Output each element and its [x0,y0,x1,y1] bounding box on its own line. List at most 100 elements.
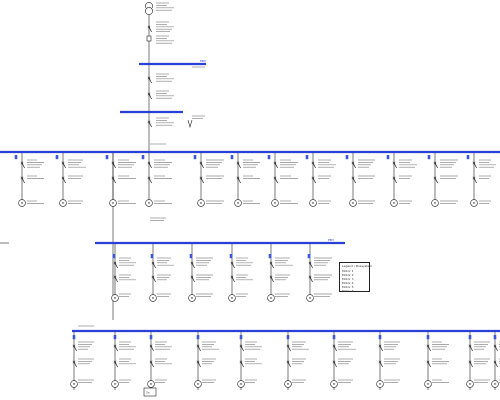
breaker-cross [392,176,396,180]
breaker-tag-icon [345,155,349,160]
breaker-cross [149,360,153,364]
breaker-cross [311,161,315,165]
motor-letter: M [309,296,312,300]
motor-letter: M [469,382,472,386]
busbar-label: EB0 [200,59,206,63]
breaker-cross [196,344,200,348]
count-box [143,387,157,397]
breaker-cross [239,344,243,348]
breaker-cross [273,161,277,165]
breaker-cross [493,360,497,364]
breaker-tag-icon [239,335,243,340]
breaker-cross [286,360,290,364]
motor-letter: M [473,201,476,205]
breaker-cross [230,261,234,265]
breaker-cross [149,344,153,348]
motor-icon [466,380,474,388]
breaker-tag-icon [466,155,470,160]
arrow-down-icon [187,119,193,129]
breaker-tag-icon [378,335,382,340]
motor-icon [149,294,157,302]
breaker-cross [468,344,472,348]
breaker-cross [147,25,151,29]
motor-letter: M [274,201,277,205]
motor-letter: M [379,382,382,386]
breaker-cross [351,176,355,180]
legend-item: Motor 3 [342,276,354,281]
busbar-label: EB3 [328,238,334,242]
legend-item: Motor 6 [342,288,354,293]
breaker-cross [273,176,277,180]
breaker-cross [147,92,151,96]
breaker-tag-icon [14,155,18,160]
breaker-tag-icon [72,335,76,340]
legend-item: Motor 4 [342,280,354,285]
breaker-tag-icon [386,155,390,160]
breaker-cross [269,261,273,265]
motor-letter: M [231,296,234,300]
motor-icon [145,199,153,207]
breaker-tag-icon [426,335,430,340]
breaker-tag-icon [493,335,497,340]
motor-icon [376,380,384,388]
breaker-cross [196,360,200,364]
motor-icon [70,380,78,388]
breaker-cross [239,360,243,364]
breaker-cross [378,360,382,364]
breaker-cross [190,275,194,279]
breaker-cross [61,176,65,180]
breaker-cross [20,176,24,180]
fuse-icon [146,35,152,42]
motor-letter: M [312,201,315,205]
breaker-tag-icon [150,254,154,259]
motor-letter: M [494,382,497,386]
motor-icon [147,380,155,388]
motor-icon [349,199,357,207]
breaker-cross [147,76,151,80]
breaker-cross [378,344,382,348]
transformer-icon [145,7,153,15]
breaker-cross [286,344,290,348]
breaker-cross [493,344,497,348]
motor-letter: M [333,382,336,386]
breaker-tag-icon [229,254,233,259]
breaker-cross [20,161,24,165]
motor-letter: M [62,201,65,205]
motor-letter: M [427,382,430,386]
motor-icon [59,199,67,207]
breaker-tag-icon [305,155,309,160]
motor-icon [390,199,398,207]
motor-icon [424,380,432,388]
breaker-tag-icon [196,335,200,340]
breaker-cross [468,360,472,364]
breaker-cross [190,261,194,265]
motor-letter: M [114,382,117,386]
motor-icon [284,380,292,388]
motor-letter: M [73,382,76,386]
breaker-cross [113,261,117,265]
motor-letter: M [352,201,355,205]
motor-letter: M [393,201,396,205]
breaker-cross [72,344,76,348]
breaker-cross [332,360,336,364]
breaker-cross [230,275,234,279]
breaker-tag-icon [112,254,116,259]
breaker-cross [72,360,76,364]
breaker-cross [113,344,117,348]
breaker-cross [392,161,396,165]
motor-letter: M [287,382,290,386]
motor-letter: M [114,296,117,300]
breaker-cross [147,161,151,165]
count-box-text: 2x [146,391,150,395]
motor-icon [306,294,314,302]
breaker-tag-icon [468,335,472,340]
breaker-cross [472,176,476,180]
motor-letter: M [240,382,243,386]
breaker-tag-icon [230,155,234,160]
motor-icon [234,199,242,207]
motor-letter: M [152,296,155,300]
busbars-layer [0,62,500,333]
